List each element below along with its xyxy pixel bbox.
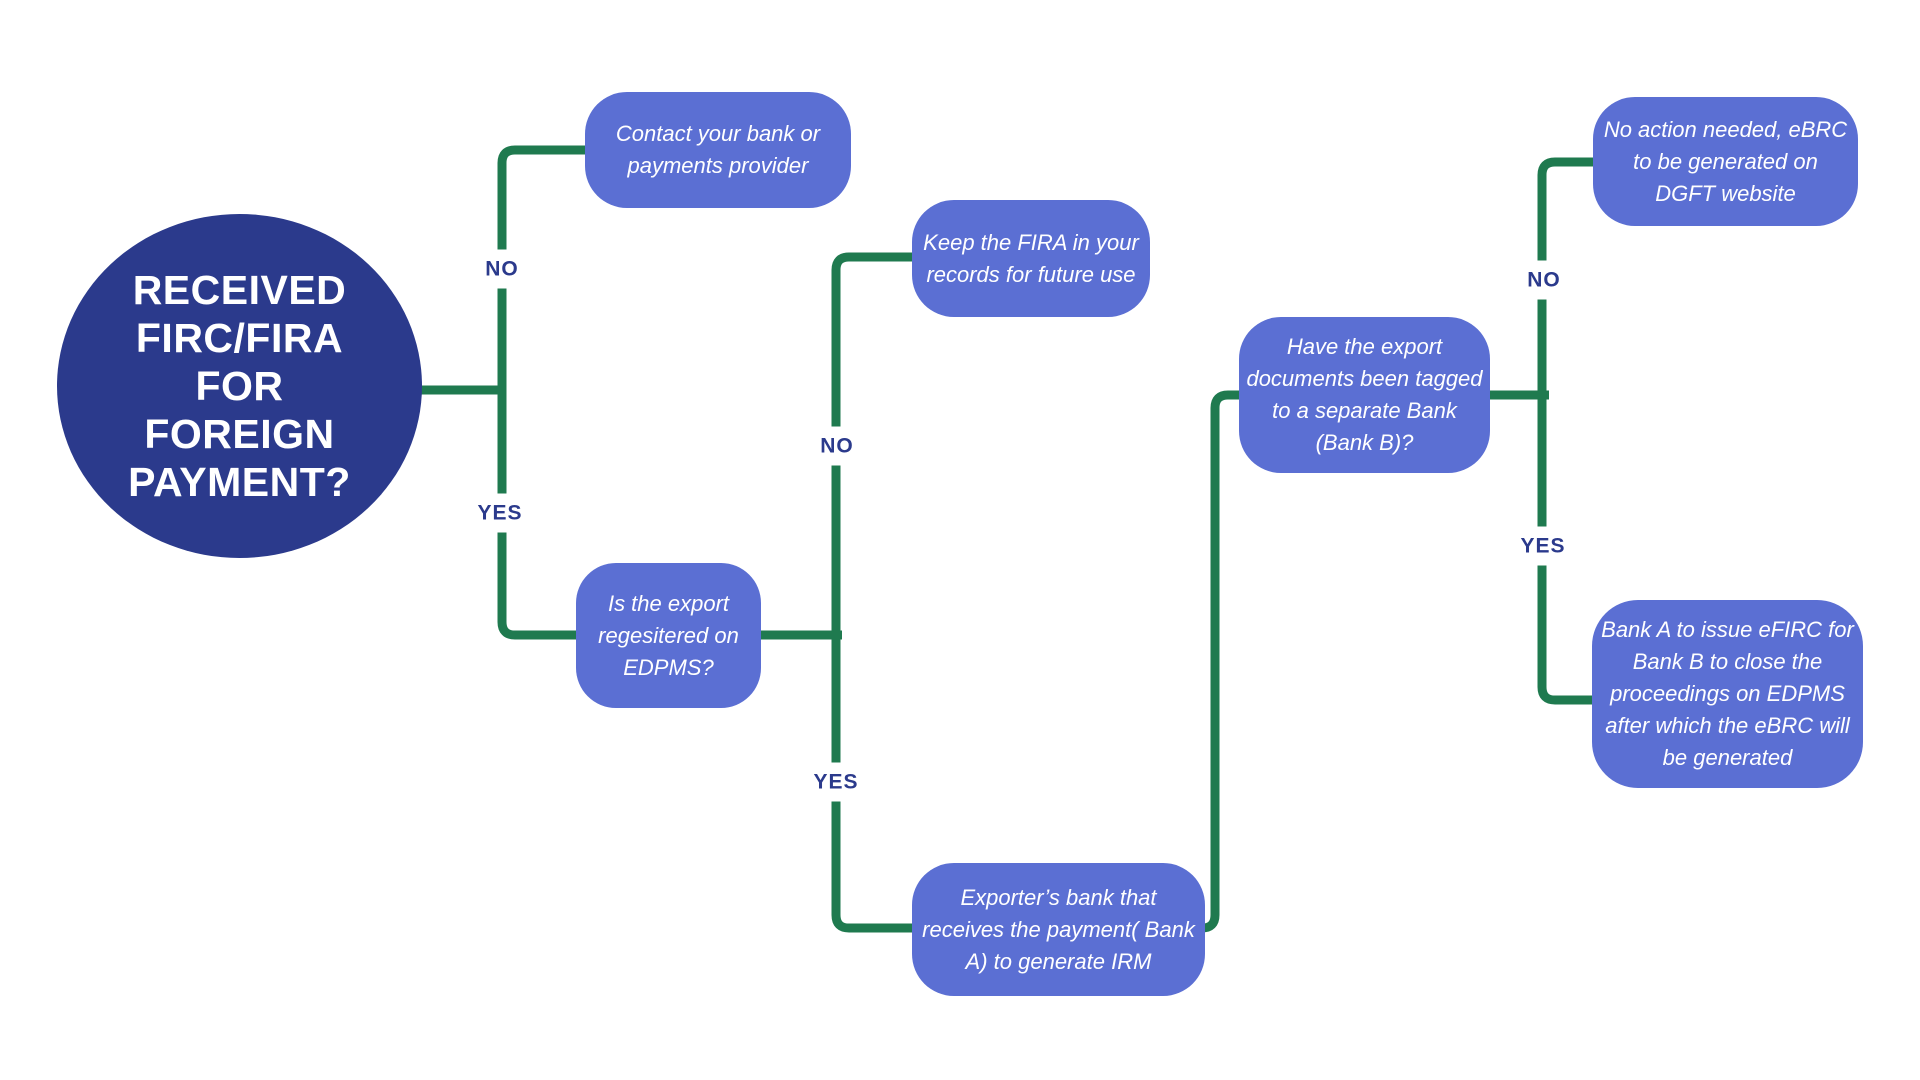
node-no-action: No action needed, eBRC to be generated o… <box>1593 97 1858 226</box>
node-keep-fira: Keep the FIRA in your records for future… <box>912 200 1150 317</box>
node-contact-bank: Contact your bank or payments provider <box>585 92 851 208</box>
edge-label-root-no: NO <box>482 249 522 289</box>
edge-label-tagged-yes: YES <box>1517 526 1569 566</box>
node-keep-fira-text: Keep the FIRA in your records for future… <box>923 229 1139 287</box>
node-export-registered: Is the export regesitered on EDPMS? <box>576 563 761 708</box>
edge-label-root-yes: YES <box>474 493 526 533</box>
node-export-registered-text: Is the export regesitered on EDPMS? <box>598 590 739 680</box>
node-contact-bank-text: Contact your bank or payments provider <box>615 121 821 178</box>
node-bank-a-efirc: Bank A to issue eFIRC for Bank B to clos… <box>1592 600 1863 788</box>
node-root-question-text: RECEIVED FIRC/FIRA FOR FOREIGN PAYMENT? <box>128 267 351 505</box>
edge-label-registered-no: NO <box>817 426 857 466</box>
node-exporter-bank-irm: Exporter’s bank that receives the paymen… <box>912 863 1205 996</box>
node-docs-tagged: Have the export documents been tagged to… <box>1239 317 1490 473</box>
node-bank-a-efirc-text: Bank A to issue eFIRC for Bank B to clos… <box>1601 617 1854 770</box>
node-exporter-bank-irm-text: Exporter’s bank that receives the paymen… <box>922 884 1195 974</box>
node-no-action-text: No action needed, eBRC to be generated o… <box>1603 116 1848 206</box>
node-root-question: RECEIVED FIRC/FIRA FOR FOREIGN PAYMENT? <box>57 214 422 558</box>
edge-label-registered-yes: YES <box>810 762 862 802</box>
edge-label-tagged-no: NO <box>1524 260 1564 300</box>
node-docs-tagged-text: Have the export documents been tagged to… <box>1246 334 1483 455</box>
edge-root-no-yes-branch <box>497 145 842 640</box>
edge-tagged-no-yes-branch <box>1537 157 1605 705</box>
edge-exporter-to-tagged <box>1185 390 1549 933</box>
edge-registered-no-yes-branch <box>831 252 925 933</box>
